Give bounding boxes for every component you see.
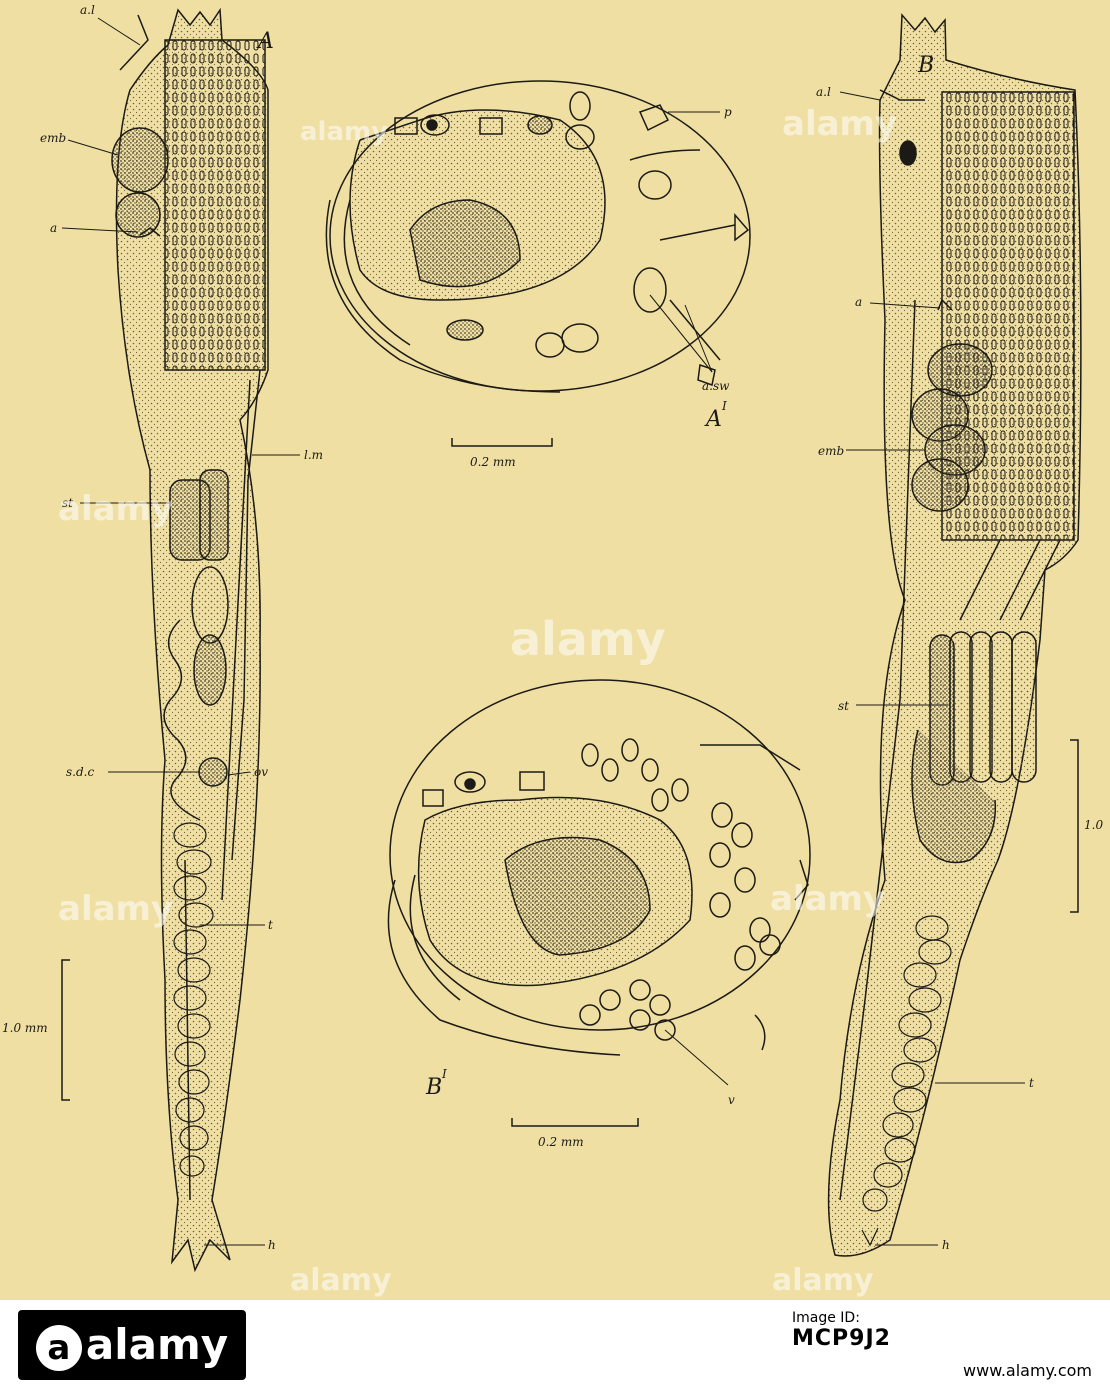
watermark: alamy [772, 1263, 874, 1298]
scale-bar-a-prime [451, 438, 553, 447]
label-v: v [728, 1093, 735, 1107]
label-emb-a: emb [40, 131, 66, 145]
image-id-block: Image ID: MCP9J2 [792, 1310, 1092, 1351]
panel-mark-a-prime: I [721, 399, 727, 413]
label-h-a: h [268, 1238, 276, 1252]
scale-label-a-prime: 0.2 mm [470, 455, 516, 469]
figure-plate: a.l emb a l.m st s.d.c ov t h A 1.0 mm [0, 0, 1110, 1300]
label-a-a: a [50, 221, 57, 235]
label-t-a: t [268, 918, 273, 932]
scale-label-b-prime: 0.2 mm [538, 1135, 584, 1149]
leader-lines-b [839, 91, 1025, 1246]
specimen-b [827, 13, 1082, 1257]
leader-lines-a-prime [649, 111, 720, 373]
watermark: alamy [510, 612, 666, 666]
label-al-a: a.l [80, 3, 95, 17]
panel-mark-b-prime: I [441, 1067, 447, 1081]
label-emb-b: emb [818, 444, 844, 458]
panel-label-a: A [256, 29, 274, 54]
label-h-b: h [942, 1238, 950, 1252]
watermark: alamy [782, 104, 897, 144]
specimen-figure: a.l emb a l.m st s.d.c ov t h A 1.0 mm [2, 3, 1103, 1298]
watermark: alamy [770, 879, 885, 919]
panel-label-a-prime: A [704, 407, 722, 432]
watermark: alamy [300, 117, 388, 147]
logo-mark: a [35, 1324, 82, 1371]
logo-text: alamy [85, 1320, 229, 1369]
label-t-b: t [1029, 1076, 1034, 1090]
watermark: alamy [58, 889, 173, 929]
label-st-a: st [62, 496, 73, 510]
label-a-b: a [855, 295, 862, 309]
label-p: p [724, 105, 732, 119]
label-lm: l.m [304, 448, 323, 462]
panel-label-b-prime: B [425, 1075, 442, 1100]
scale-bar-b-prime [511, 1118, 639, 1127]
site-url[interactable]: www.alamy.com [963, 1361, 1092, 1380]
scale-label-a: 1.0 mm [2, 1021, 48, 1035]
specimen-a [111, 7, 269, 1273]
label-sdc: s.d.c [66, 765, 94, 779]
scale-label-b: 1.0 [1084, 818, 1103, 832]
testes-a [173, 822, 214, 1177]
label-al-b: a.l [816, 85, 831, 99]
image-id-value: MCP9J2 [792, 1326, 891, 1351]
image-id-label: Image ID: [792, 1310, 860, 1326]
label-st-b: st [838, 699, 849, 713]
scale-bar-b [1070, 739, 1079, 913]
label-asw: a.sw [702, 379, 730, 393]
scale-bar-a [61, 959, 70, 1101]
section-b-prime [387, 679, 811, 1056]
panel-label-b: B [917, 53, 934, 78]
testes-b [861, 915, 952, 1247]
label-ov: ov [254, 765, 268, 779]
watermarks: alamy alamy alamy alamy alamy alamy alam… [58, 104, 897, 1298]
watermark: alamy [58, 489, 173, 529]
watermark: alamy [290, 1263, 392, 1298]
leader-lines-a [61, 17, 300, 1246]
leader-lines-b-prime [664, 1029, 729, 1086]
section-a-prime [325, 80, 751, 393]
